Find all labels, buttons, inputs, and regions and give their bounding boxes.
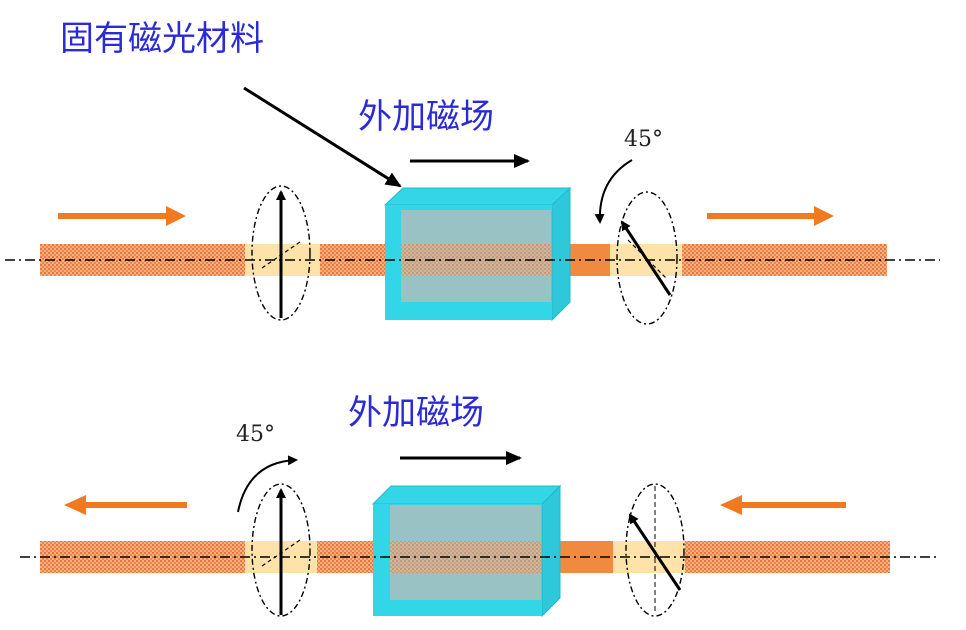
propagation-arrow-right — [707, 206, 834, 226]
propagation-arrow-right — [58, 206, 186, 226]
field-label-top: 外加磁场 — [358, 97, 494, 137]
rotation-arrow — [594, 159, 633, 224]
polarizer-ellipse — [251, 483, 311, 617]
top-row — [5, 86, 940, 325]
angle-label-top: 45° — [624, 127, 663, 152]
magneto-optic-crystal — [383, 186, 572, 322]
propagation-arrow-left — [64, 495, 187, 515]
polarizer-dash — [261, 539, 301, 567]
polarizer-ellipse — [251, 185, 311, 321]
propagation-arrow-left — [720, 495, 846, 515]
rotation-arrow — [237, 455, 298, 513]
analyzer-ellipse — [616, 191, 678, 325]
material-pointer-arrow — [243, 86, 402, 188]
analyzer-ellipse — [625, 483, 685, 617]
polarizer-dash — [261, 241, 301, 269]
analyzer-arrow — [628, 513, 682, 591]
analyzer-dash — [627, 239, 667, 279]
field-label-bottom: 外加磁场 — [348, 393, 484, 433]
bottom-row — [20, 451, 940, 618]
analyzer-arrow — [620, 220, 672, 296]
angle-label-bottom: 45° — [236, 422, 275, 447]
magneto-optic-crystal — [371, 484, 562, 618]
material-label: 固有磁光材料 — [60, 19, 264, 59]
